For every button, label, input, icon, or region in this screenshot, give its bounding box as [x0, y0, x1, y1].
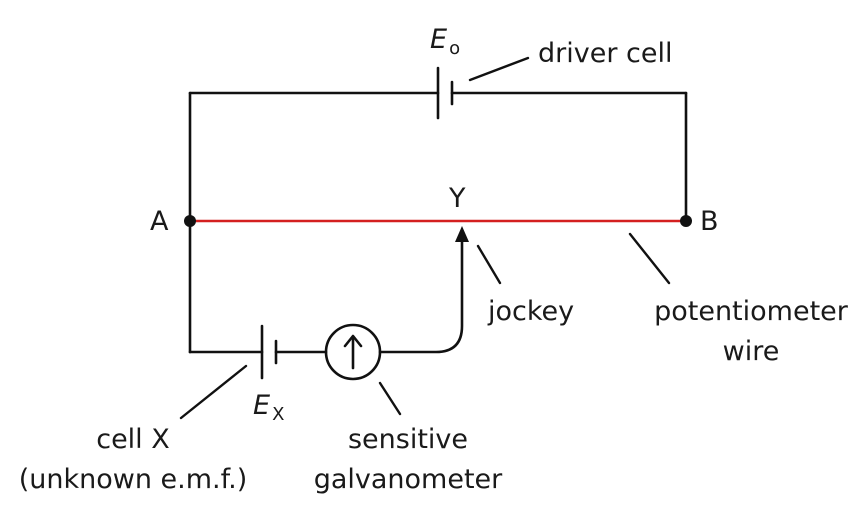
test-circuit — [188, 219, 469, 381]
galvanometer-arrowhead — [343, 334, 363, 348]
galvanometer-label-line1: sensitive — [348, 424, 468, 455]
point-y-label: Y — [448, 183, 466, 214]
galvanometer-leader — [378, 381, 402, 416]
node-b — [680, 215, 692, 227]
cell-x-leader — [179, 364, 248, 420]
jockey-lead — [378, 236, 464, 354]
driver-circuit — [188, 66, 688, 222]
jockey-label: jockey — [487, 296, 574, 327]
point-a-label: A — [150, 206, 169, 237]
jockey-leader — [476, 244, 502, 285]
driver-cell-leader — [468, 56, 530, 82]
galvanometer-label-line2: galvanometer — [314, 464, 503, 495]
potentiometer-label-line2: wire — [723, 336, 780, 367]
potentiometer-label-line1: potentiometer — [654, 296, 849, 327]
potentiometer-leader — [628, 232, 671, 285]
driver-cell-label: driver cell — [538, 38, 672, 69]
cell-x-label-line2: (unknown e.m.f.) — [19, 464, 248, 495]
cell-x-label-line1: cell X — [96, 424, 170, 455]
point-b-label: B — [700, 206, 719, 237]
jockey-tip — [455, 226, 469, 242]
